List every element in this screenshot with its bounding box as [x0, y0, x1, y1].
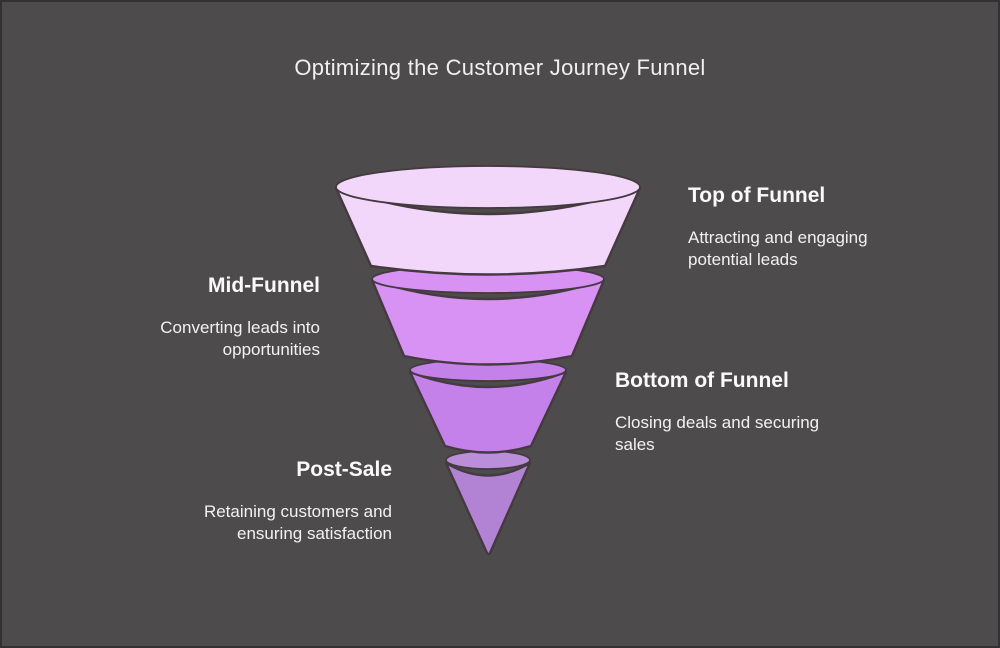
funnel-segment-top-of-funnel-top	[335, 165, 641, 209]
stage-name-post-sale: Post-Sale	[296, 458, 392, 481]
stage-desc-mid-funnel: Converting leads into opportunities	[160, 318, 320, 359]
funnel-segment-post-sale-top	[445, 450, 531, 470]
funnel-stage-top-of-funnel	[334, 165, 642, 276]
stage-name-bottom-of-funnel: Bottom of Funnel	[615, 369, 789, 392]
stage-desc-post-sale: Retaining customers and ensuring satisfa…	[203, 502, 392, 543]
funnel-segment-bottom-of-funnel	[408, 370, 568, 454]
page-title: Optimizing the Customer Journey Funnel	[294, 55, 706, 80]
funnel-segment-post-sale	[444, 461, 532, 556]
stage-name-mid-funnel: Mid-Funnel	[208, 274, 320, 297]
stage-label-bottom-of-funnel: Bottom of Funnel Closing deals and secur…	[615, 368, 855, 456]
stage-name-top-of-funnel: Top of Funnel	[688, 184, 826, 207]
stage-label-top-of-funnel: Top of Funnel Attracting and engaging po…	[688, 183, 918, 271]
stage-desc-bottom-of-funnel: Closing deals and securing sales	[615, 413, 820, 454]
stage-desc-top-of-funnel: Attracting and engaging potential leads	[688, 228, 868, 269]
stage-label-post-sale: Post-Sale Retaining customers and ensuri…	[177, 457, 392, 545]
stage-label-mid-funnel: Mid-Funnel Converting leads into opportu…	[120, 273, 320, 361]
funnel-stage-bottom-of-funnel	[408, 358, 568, 454]
funnel-stage-post-sale	[444, 450, 532, 556]
funnel-stage-mid-funnel	[370, 264, 606, 366]
